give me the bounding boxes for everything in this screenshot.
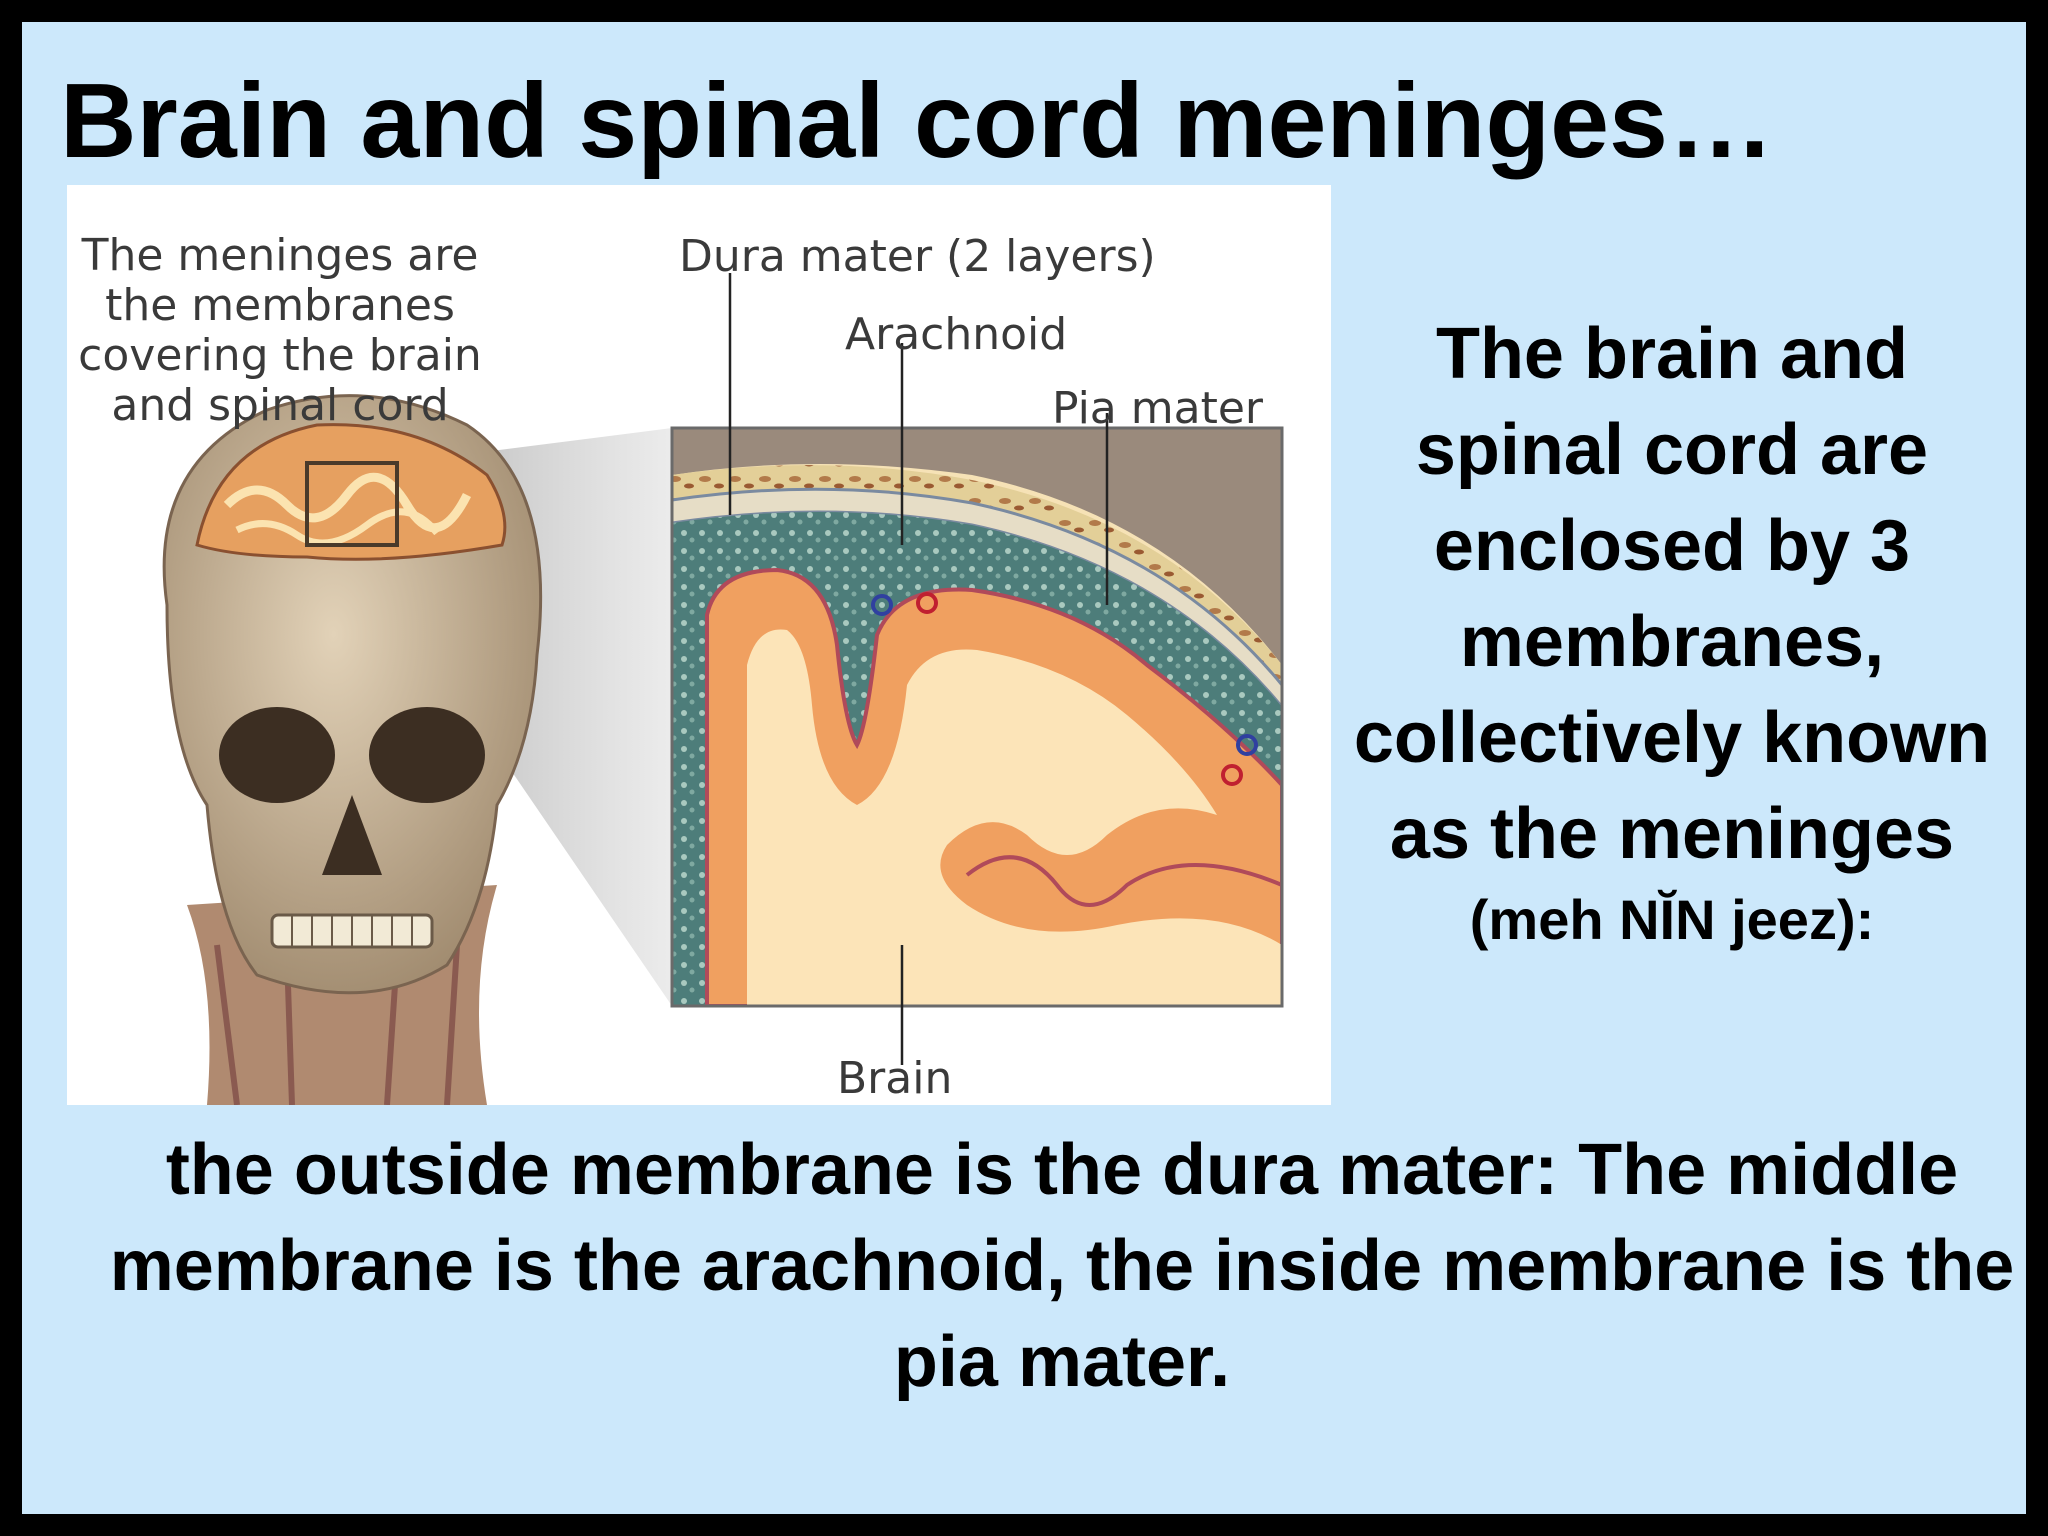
left-eye-socket-shape — [219, 707, 335, 803]
figure-caption: The meninges are the membranes covering … — [78, 230, 482, 431]
inset-border — [670, 426, 1284, 1008]
anatomy-drawing — [162, 273, 1284, 1105]
zoom-region-box — [305, 461, 399, 547]
meninges-pronunciation: (meh NĬN jeez): — [1469, 888, 1875, 951]
white-matter-shape — [747, 629, 1282, 1006]
slide: Brain and spinal cord meninges… — [22, 22, 2026, 1514]
nasal-cavity-shape — [322, 795, 382, 875]
pia-mater-label: Pia mater — [1052, 383, 1263, 434]
cross-section-inset — [672, 428, 1282, 1006]
skull-bone-shape — [672, 428, 1282, 665]
arachnoid-label: Arachnoid — [845, 309, 1068, 360]
dura-mater-label: Dura mater (2 layers) — [679, 231, 1156, 282]
slide-title: Brain and spinal cord meninges… — [60, 62, 1775, 180]
meninges-illustration: The meninges are the membranes covering … — [67, 185, 1331, 1105]
bone-layer-shape — [672, 465, 1282, 685]
meninges-description: The brain and spinal cord are enclosed b… — [1332, 306, 2012, 958]
membrane-summary: the outside membrane is the dura mater: … — [109, 1130, 2015, 1402]
meninges-description-main: The brain and spinal cord are enclosed b… — [1353, 314, 1991, 874]
brain-label: Brain — [837, 1053, 953, 1104]
right-eye-socket-shape — [369, 707, 485, 803]
